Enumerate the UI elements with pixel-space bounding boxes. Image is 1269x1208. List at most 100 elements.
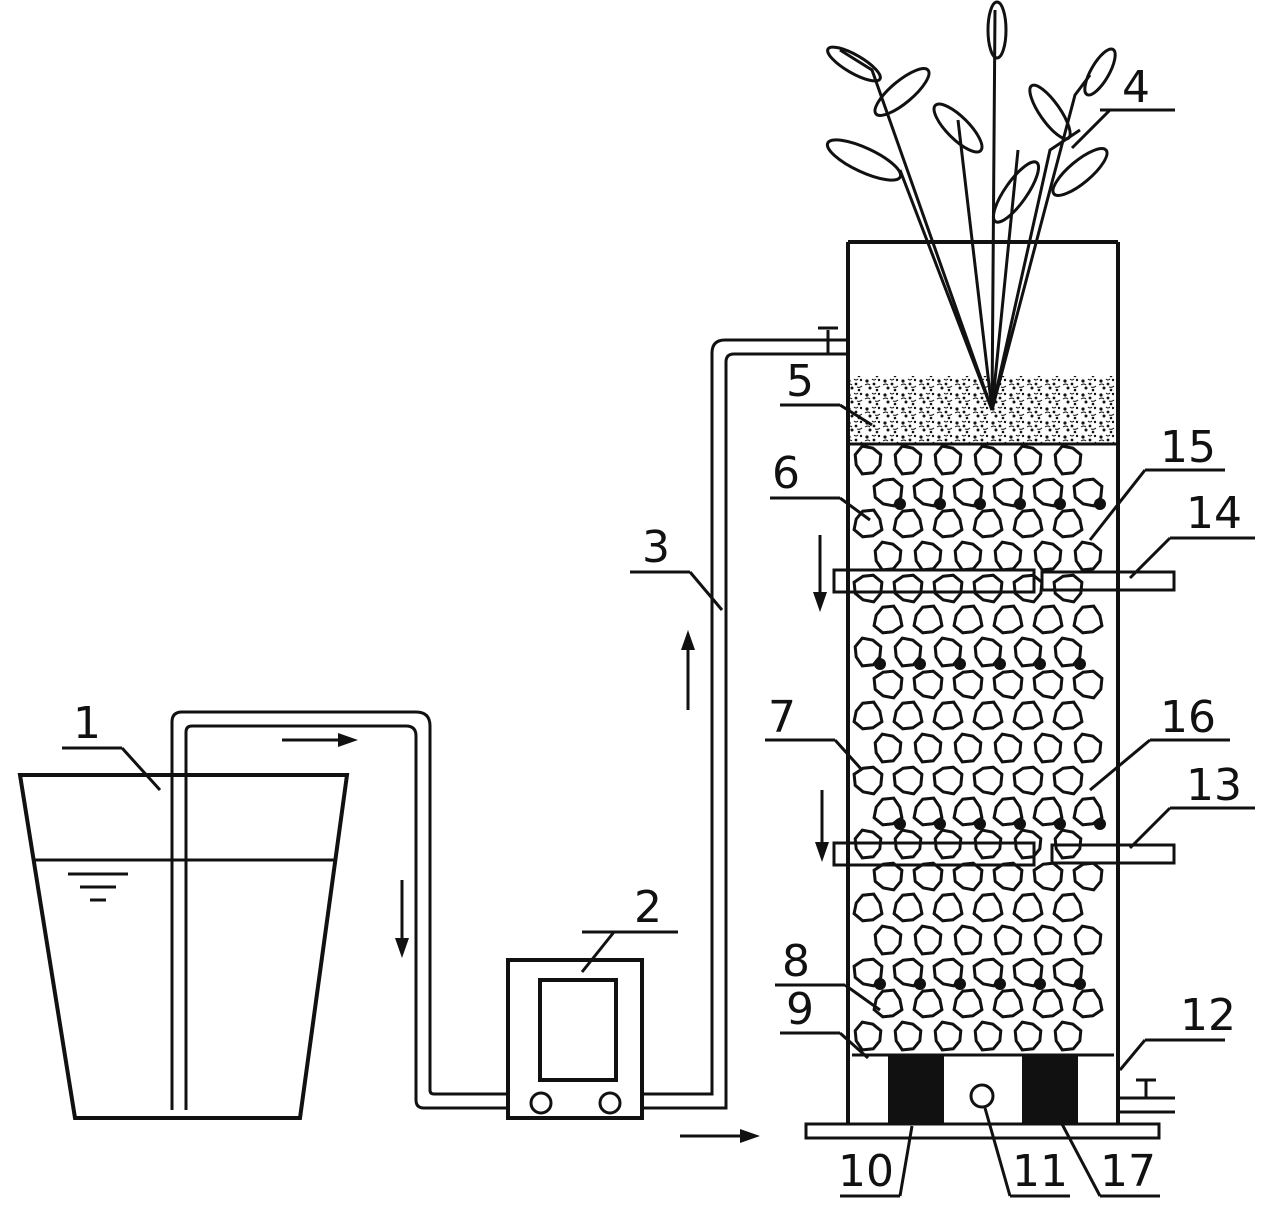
gravel-stone <box>892 700 924 731</box>
gravel-stone <box>1053 636 1083 668</box>
gravel-dark-particle <box>1094 818 1106 830</box>
pump <box>506 958 644 1120</box>
gravel-stone <box>852 765 884 796</box>
gravel-stone <box>1053 1020 1083 1052</box>
gravel-stone <box>1052 508 1084 539</box>
gravel-stone <box>1073 924 1103 956</box>
flow-arrows <box>282 535 829 1143</box>
gravel-stone <box>872 669 904 700</box>
gravel-stone <box>912 861 944 892</box>
gravel-stone <box>913 732 943 764</box>
label-7: 7 <box>768 692 796 743</box>
gravel-stone <box>872 861 904 892</box>
gravel-stone <box>952 796 984 827</box>
gravel-dark-particle <box>934 498 946 510</box>
label-1: 1 <box>73 698 101 749</box>
gravel-dark-particle <box>934 818 946 830</box>
gravel-stone <box>852 700 884 731</box>
gravel-stone <box>912 477 944 508</box>
gravel-stone <box>993 540 1023 572</box>
gravel-stone <box>892 957 924 988</box>
gravel-dark-particle <box>1034 978 1046 990</box>
gravel-stone <box>1072 796 1104 827</box>
base-plate <box>804 1122 1161 1140</box>
gravel-dark-particle <box>914 658 926 670</box>
gravel-stone <box>872 604 904 635</box>
gravel-stone <box>852 573 884 604</box>
gravel-stone <box>1052 765 1084 796</box>
gravel-stone <box>852 957 884 988</box>
gravel-stone <box>973 444 1003 476</box>
gravel-stone <box>1012 765 1044 796</box>
gravel-stone <box>952 861 984 892</box>
gravel-dark-particle <box>994 658 1006 670</box>
gravel-stone <box>992 796 1024 827</box>
gravel-stone <box>932 508 964 539</box>
upper-support-plate <box>832 568 1036 594</box>
gravel-stone <box>973 1020 1003 1052</box>
label-11: 11 <box>1012 1146 1068 1197</box>
gravel-stone <box>1032 669 1064 700</box>
label-15: 15 <box>1160 422 1216 473</box>
gravel-stone <box>1012 957 1044 988</box>
label-3: 3 <box>642 522 670 573</box>
gravel-stone <box>972 508 1004 539</box>
gravel-stone <box>872 477 904 508</box>
gravel-dark-particle <box>874 658 886 670</box>
gravel-stone <box>913 924 943 956</box>
gravel-stone <box>972 765 1004 796</box>
gravel-stone <box>853 636 883 668</box>
gravel-stone <box>873 924 903 956</box>
gravel-dark-particle <box>994 978 1006 990</box>
gravel-stone <box>1013 444 1043 476</box>
gravel-stone <box>892 765 924 796</box>
gravel-stone <box>892 508 924 539</box>
gravel-dark-particle <box>1014 818 1026 830</box>
pump-knob-left <box>529 1091 553 1115</box>
label-5: 5 <box>786 356 814 407</box>
gravel-stone <box>873 540 903 572</box>
gravel-stone <box>992 988 1024 1019</box>
gravel-stone <box>912 604 944 635</box>
gravel-dark-particle <box>1094 498 1106 510</box>
gravel-stone <box>1012 892 1044 923</box>
gravel-stone <box>952 604 984 635</box>
label-6: 6 <box>772 448 800 499</box>
gravel-stone <box>1033 732 1063 764</box>
label-2: 2 <box>634 882 662 933</box>
label-10: 10 <box>838 1146 894 1197</box>
gravel-stone <box>933 1020 963 1052</box>
wetland-column <box>804 240 1161 1140</box>
gravel-stone <box>1032 988 1064 1019</box>
gravel-stone <box>1013 1020 1043 1052</box>
gravel-stone <box>1012 573 1044 604</box>
sampling-pipe-lower <box>1050 843 1176 865</box>
gravel-stone <box>872 988 904 1019</box>
label-13: 13 <box>1186 760 1242 811</box>
gravel-stone <box>1053 444 1083 476</box>
gravel-stone <box>992 861 1024 892</box>
gravel-stone <box>1072 604 1104 635</box>
gravel-stone <box>1072 988 1104 1019</box>
gravel-stone <box>953 924 983 956</box>
gravel-dark-particle <box>1074 978 1086 990</box>
pump-knob-right <box>598 1091 622 1115</box>
gravel-dark-particle <box>954 978 966 990</box>
electrode-right <box>1022 1056 1078 1124</box>
gravel-dark-particle <box>1034 658 1046 670</box>
gravel-stone <box>1032 796 1064 827</box>
label-17: 17 <box>1100 1146 1156 1197</box>
label-8: 8 <box>782 936 810 987</box>
label-16: 16 <box>1160 692 1216 743</box>
gravel-stone <box>1032 604 1064 635</box>
gravel-stone <box>972 573 1004 604</box>
gravel-layer <box>852 444 1106 1052</box>
gravel-stone <box>853 444 883 476</box>
gravel-stone <box>973 636 1003 668</box>
gravel-stone <box>933 636 963 668</box>
gravel-stone <box>1072 669 1104 700</box>
gravel-stone <box>1072 477 1104 508</box>
gravel-stone <box>992 477 1024 508</box>
gravel-stone <box>932 700 964 731</box>
lower-support-plate <box>832 841 1036 867</box>
